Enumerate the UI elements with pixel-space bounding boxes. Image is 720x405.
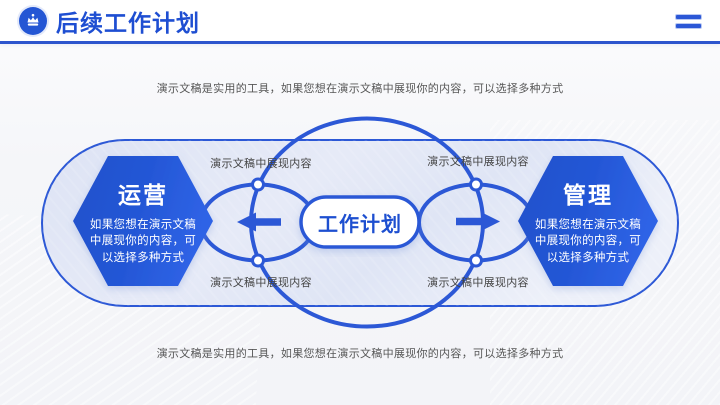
dot-bottom-right xyxy=(469,253,483,268)
intro-caption: 演示文稿是实用的工具，如果您想在演示文稿中展现你的内容，可以选择多种方式 xyxy=(156,83,564,95)
center-pill xyxy=(299,195,421,249)
connector-label-bottom-right: 演示文稿中展现内容 xyxy=(427,277,529,289)
dot-top-left xyxy=(251,177,265,192)
menu-bar-bottom xyxy=(675,23,702,29)
center-pill-label: 工作计划 xyxy=(318,213,402,236)
dot-top-right xyxy=(469,177,483,192)
left-node-description: 如果您想在演示文稿中展现你的内容，可以选择多种方式 xyxy=(89,219,197,264)
connector-label-bottom-left: 演示文稿中展现内容 xyxy=(210,277,312,289)
right-node-description: 如果您想在演示文稿中展现你的内容，可以选择多种方式 xyxy=(534,219,642,264)
right-node: 管理 如果您想在演示文稿中展现你的内容，可以选择多种方式 xyxy=(518,156,658,286)
menu-bar-top xyxy=(675,14,702,20)
connector-label-top-right: 演示文稿中展现内容 xyxy=(427,156,529,168)
right-hexagon xyxy=(518,156,658,286)
menu-icon[interactable] xyxy=(675,14,702,29)
dot-bottom-left xyxy=(251,253,265,268)
left-node-title: 运营 xyxy=(118,182,168,208)
right-arrow-icon xyxy=(456,212,500,231)
left-arrow-icon xyxy=(237,212,281,232)
left-node: 运营 如果您想在演示文稿中展现你的内容，可以选择多种方式 xyxy=(73,156,213,286)
connector-label-top-left: 演示文稿中展现内容 xyxy=(210,158,312,170)
left-hexagon xyxy=(73,156,213,286)
award-icon xyxy=(19,6,47,35)
header-bar: 后续工作计划 xyxy=(0,0,720,44)
page-title: 后续工作计划 xyxy=(56,9,200,36)
right-node-title: 管理 xyxy=(563,182,613,208)
footer-caption: 演示文稿是实用的工具，如果您想在演示文稿中展现你的内容，可以选择多种方式 xyxy=(156,348,564,360)
